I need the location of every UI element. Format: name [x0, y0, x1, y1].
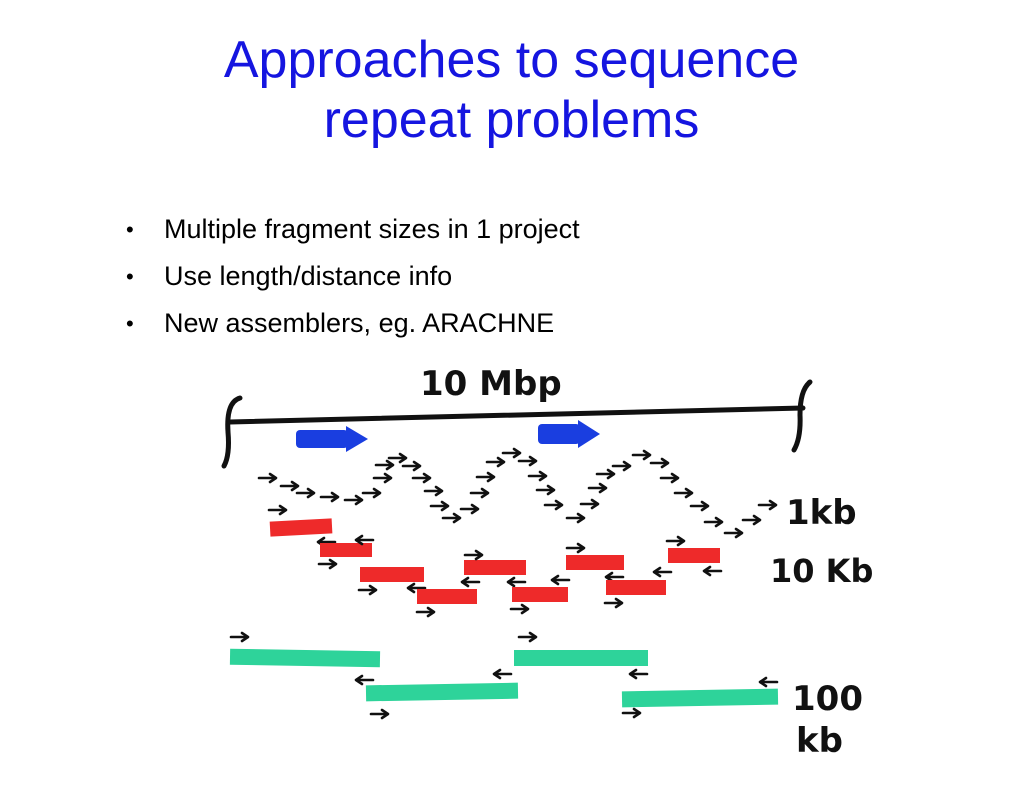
arrow-left-icon [460, 576, 481, 588]
arrow-left-icon [652, 566, 673, 578]
medium-insert-bar [512, 587, 568, 602]
arrow-left-icon [702, 565, 723, 577]
arrow-right-icon [317, 558, 338, 570]
arrow-left-icon [604, 571, 625, 583]
arrow-right-icon [257, 472, 278, 484]
arrow-right-icon [501, 447, 522, 459]
arrow-left-icon [354, 534, 375, 546]
bullet-text: Use length/distance info [164, 261, 453, 291]
arrow-right-icon [463, 549, 484, 561]
long-insert-bar [621, 688, 779, 708]
medium-insert-bar [606, 580, 666, 595]
arrow-left-icon [506, 576, 527, 588]
arrow-right-icon [565, 512, 586, 524]
arrow-right-icon [757, 499, 778, 511]
title-line-2: repeat problems [323, 91, 700, 149]
arrow-right-icon [509, 603, 530, 615]
repeat-arrow-2 [538, 420, 600, 448]
bullet-text: Multiple fragment sizes in 1 project [164, 214, 580, 244]
arrow-right-icon [535, 484, 556, 496]
arrow-right-icon [361, 487, 382, 499]
arrow-right-icon [319, 491, 340, 503]
bullet-dot-icon: • [126, 217, 134, 242]
arrow-right-icon [267, 504, 288, 516]
arrow-right-icon [295, 487, 316, 499]
arrow-left-icon [628, 668, 649, 680]
arrow-right-icon [659, 472, 680, 484]
arrow-right-icon [401, 460, 422, 472]
arrow-right-icon [459, 503, 480, 515]
short-read-arrows [257, 447, 778, 539]
long-insert-scale-label-line-1: 100 [792, 679, 863, 719]
medium-insert-bar [464, 560, 526, 575]
genome-line [221, 379, 813, 469]
arrow-right-icon [517, 455, 538, 467]
arrow-right-icon [565, 542, 586, 554]
arrow-right-icon [441, 512, 462, 524]
arrow-left-icon [550, 574, 571, 586]
arrow-right-icon [649, 457, 670, 469]
arrow-right-icon [673, 487, 694, 499]
medium-insert-bar [269, 518, 333, 537]
arrow-right-icon [411, 472, 432, 484]
arrow-right-icon [587, 482, 608, 494]
arrow-right-icon [374, 459, 395, 471]
arrow-right-icon [621, 707, 642, 719]
bullet-text: New assemblers, eg. ARACHNE [164, 308, 555, 338]
short-read-scale-label: 1kb [786, 493, 857, 533]
arrow-right-icon [369, 708, 390, 720]
long-insert-bar [365, 682, 519, 702]
long-insert-bar [229, 648, 381, 668]
medium-inserts [267, 504, 723, 618]
arrow-right-icon [689, 500, 710, 512]
arrow-right-icon [603, 597, 624, 609]
arrow-left-icon [354, 674, 375, 686]
arrow-right-icon [475, 471, 496, 483]
arrow-right-icon [485, 456, 506, 468]
arrow-right-icon [429, 500, 450, 512]
arrow-right-icon [611, 460, 632, 472]
arrow-left-icon [758, 676, 779, 688]
long-insert-scale-label-line-2: kb [796, 721, 843, 761]
arrow-right-icon [543, 499, 564, 511]
genome-size-label: 10 Mbp [420, 364, 562, 404]
medium-insert-bar [566, 555, 624, 570]
bullet-item: • Multiple fragment sizes in 1 project [120, 206, 580, 253]
arrow-right-icon [229, 631, 250, 643]
bullet-dot-icon: • [126, 311, 134, 336]
medium-insert-bar [320, 543, 372, 557]
arrow-right-icon [372, 472, 393, 484]
repeat-arrow-1 [296, 426, 368, 452]
arrow-right-icon [357, 584, 378, 596]
arrow-right-icon [469, 487, 490, 499]
arrow-right-icon [387, 452, 408, 464]
arrow-right-icon [517, 631, 538, 643]
arrow-right-icon [579, 498, 600, 510]
title-line-1: Approaches to sequence [223, 31, 800, 89]
arrow-right-icon [343, 494, 364, 506]
arrow-right-icon [595, 468, 616, 480]
arrow-right-icon [703, 516, 724, 528]
medium-insert-bar [417, 589, 477, 604]
arrow-right-icon [741, 514, 762, 526]
bullet-item: • New assemblers, eg. ARACHNE [120, 300, 580, 347]
arrow-right-icon [631, 449, 652, 461]
long-insert-bar [514, 650, 648, 666]
bullet-list: • Multiple fragment sizes in 1 project • U… [120, 206, 580, 347]
arrow-left-icon [492, 668, 513, 680]
bullet-item: • Use length/distance info [120, 253, 580, 300]
medium-insert-bar [360, 567, 424, 582]
arrow-right-icon [415, 606, 436, 618]
arrow-right-icon [723, 527, 744, 539]
long-inserts [229, 631, 779, 720]
bullet-dot-icon: • [126, 264, 134, 289]
arrow-right-icon [423, 485, 444, 497]
medium-insert-bar [668, 548, 720, 563]
medium-insert-scale-label: 10 Kb [770, 552, 873, 590]
slide-title: Approaches to sequence repeat problems [0, 30, 1023, 150]
arrow-right-icon [279, 480, 300, 492]
arrow-right-icon [665, 535, 686, 547]
arrow-right-icon [527, 470, 548, 482]
